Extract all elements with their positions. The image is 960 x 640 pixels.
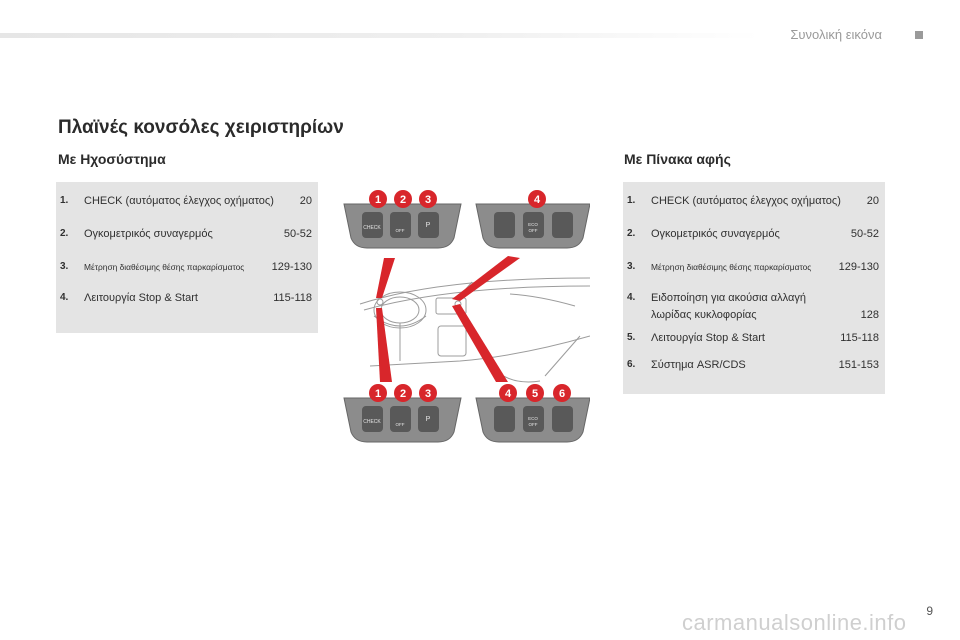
console-bottom-right: ECO OFF 4 5 6 — [475, 384, 590, 443]
item-text: Σύστημα ASR/CDS — [651, 359, 746, 371]
item-number: 5. — [627, 332, 636, 343]
callout-badge — [419, 384, 437, 402]
callout-number: 5 — [532, 388, 538, 400]
callout-number: 6 — [559, 388, 565, 400]
callout-number: 2 — [400, 194, 406, 206]
item-number: 2. — [627, 228, 636, 239]
item-number: 1. — [60, 195, 69, 206]
section-title-touchscreen: Με Πίνακα αφής — [624, 151, 731, 167]
item-text: CHECK (αυτόματος έλεγχος οχήματος) — [84, 195, 274, 207]
callout-badge — [369, 384, 387, 402]
item-number: 1. — [627, 195, 636, 206]
watermark: carmanualsonline.info — [682, 610, 907, 635]
callout-badge — [553, 384, 571, 402]
callout-badge — [369, 190, 387, 208]
item-page: 50-52 — [850, 228, 879, 240]
header-section-title: Συνολική εικόνα — [790, 27, 882, 42]
callout-badge — [499, 384, 517, 402]
item-number: 4. — [60, 292, 69, 303]
check-label: CHECK — [363, 419, 381, 425]
item-page: 129-130 — [271, 261, 312, 273]
item-page: 115-118 — [273, 292, 312, 304]
callout-number: 4 — [505, 388, 512, 400]
lane-departure-button — [494, 406, 515, 432]
eco-button — [523, 406, 544, 432]
pointer-top-right — [452, 256, 520, 301]
check-label: CHECK — [363, 225, 381, 231]
callout-badge — [528, 190, 546, 208]
item-page: 128 — [860, 309, 879, 321]
item-text: Ειδοποίηση για ακούσια αλλαγή — [651, 292, 806, 304]
section-title-audio: Με Ηχοσύστημα — [58, 151, 166, 167]
item-page: 20 — [299, 195, 312, 207]
pointer-top-left — [376, 258, 395, 298]
item-number: 6. — [627, 359, 636, 370]
parking-button — [418, 212, 439, 238]
eco-button — [523, 212, 544, 238]
item-text: Λειτουργία Stop & Start — [84, 292, 198, 304]
item-number: 3. — [60, 261, 69, 272]
callout-number: 4 — [534, 194, 541, 206]
item-text: Ογκομετρικός συναγερμός — [651, 228, 780, 240]
check-button — [362, 212, 383, 238]
pointer-bottom-left — [376, 308, 392, 382]
eco-label: ECO — [528, 416, 538, 421]
eco-label: ECO — [528, 222, 538, 227]
callout-badge — [394, 190, 412, 208]
callout-badge — [419, 190, 437, 208]
callout-number: 1 — [375, 194, 381, 206]
header-bar — [0, 33, 760, 38]
console-top-right: ECO OFF 4 — [475, 190, 590, 249]
off-label: OFF — [529, 422, 538, 427]
panel-touchscreen: 1. CHECK (αυτόματος έλεγχος οχήματος) 20… — [623, 182, 885, 394]
item-text: Μέτρηση διαθέσιμης θέσης παρκαρίσματος — [651, 262, 812, 272]
item-page: 20 — [866, 195, 879, 207]
callout-number: 3 — [425, 194, 431, 206]
callout-number: 2 — [400, 388, 406, 400]
parking-icon: P — [426, 222, 431, 229]
item-page: 50-52 — [283, 228, 312, 240]
callout-badge — [526, 384, 544, 402]
page-title: Πλαϊνές κονσόλες χειριστηρίων — [58, 117, 344, 138]
item-page: 151-153 — [838, 359, 879, 371]
panel-audio: 1. CHECK (αυτόματος έλεγχος οχήματος) 20… — [56, 182, 318, 333]
off-label: OFF — [396, 228, 405, 233]
item-number: 4. — [627, 292, 636, 303]
item-number: 3. — [627, 261, 636, 272]
dashboard-illustration: CHECK OFF P 1 2 3 ECO OFF 4 — [343, 190, 590, 443]
item-page: 115-118 — [840, 332, 879, 344]
item-number: 2. — [60, 228, 69, 239]
page-number: 9 — [926, 604, 933, 618]
off-label: OFF — [396, 422, 405, 427]
asr-button — [552, 406, 573, 432]
item-text: Ογκομετρικός συναγερμός — [84, 228, 213, 240]
alarm-button — [390, 212, 411, 238]
item-text: CHECK (αυτόματος έλεγχος οχήματος) — [651, 195, 841, 207]
off-label: OFF — [529, 228, 538, 233]
callout-number: 3 — [425, 388, 431, 400]
console-top-left: CHECK OFF P 1 2 3 — [343, 190, 462, 249]
item-text-continued: λωρίδας κυκλοφορίας — [651, 309, 757, 321]
header-marker — [915, 31, 923, 39]
item-text: Μέτρηση διαθέσιμης θέσης παρκαρίσματος — [84, 262, 245, 272]
pointer-bottom-right — [452, 304, 508, 382]
callout-number: 1 — [375, 388, 381, 400]
item-text: Λειτουργία Stop & Start — [651, 332, 765, 344]
callout-badge — [394, 384, 412, 402]
parking-icon: P — [426, 416, 431, 423]
item-page: 129-130 — [838, 261, 879, 273]
console-bottom-left: CHECK OFF P 1 2 3 — [343, 384, 462, 443]
